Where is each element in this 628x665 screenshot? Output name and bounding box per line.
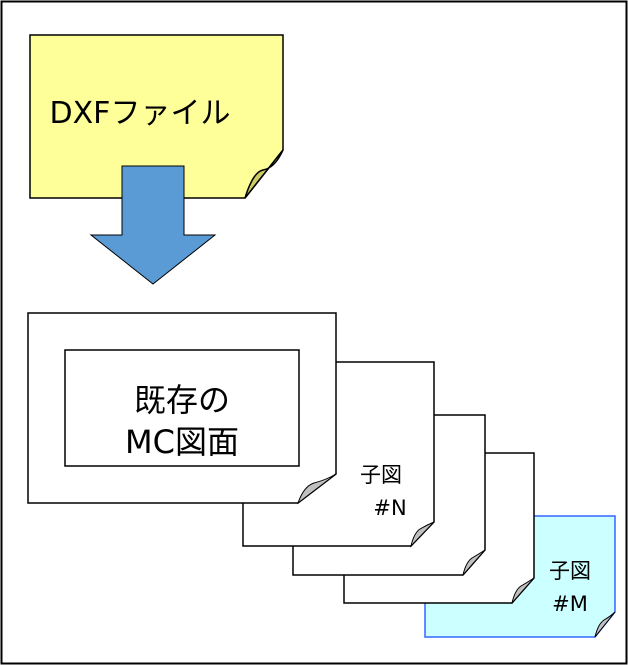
- child-drawing-page-4-fold: [594, 611, 616, 638]
- dxf-file-label-text: DXFファイル: [49, 96, 231, 131]
- existing-mc-drawing-sheet-fold: [296, 473, 337, 505]
- child-drawing-m-label-line1: 子図: [549, 559, 591, 583]
- existing-mc-drawing-label-line1: 既存の: [133, 381, 230, 419]
- existing-mc-drawing-inner-frame: [64, 349, 300, 467]
- existing-mc-drawing-label: 既存の MC図面: [65, 376, 299, 466]
- child-drawing-m-label-line2: #M: [552, 592, 588, 616]
- child-drawing-n-label-line1: 子図: [360, 463, 402, 487]
- down-arrow: [89, 165, 217, 285]
- child-drawing-n-label-line2: #N: [373, 496, 407, 520]
- child-drawing-n-label: 子図 #N: [336, 456, 426, 528]
- child-drawing-page-1-fold: [410, 521, 435, 548]
- child-drawing-page-2-fold: [462, 549, 486, 576]
- existing-mc-drawing-label-line2: MC図面: [125, 423, 239, 461]
- child-drawing-m-label: 子図 #M: [530, 552, 610, 624]
- dxf-file-label: DXFファイル: [30, 80, 250, 140]
- dxf-file-note-fold: [244, 149, 284, 199]
- child-drawing-page-3-fold: [511, 577, 535, 604]
